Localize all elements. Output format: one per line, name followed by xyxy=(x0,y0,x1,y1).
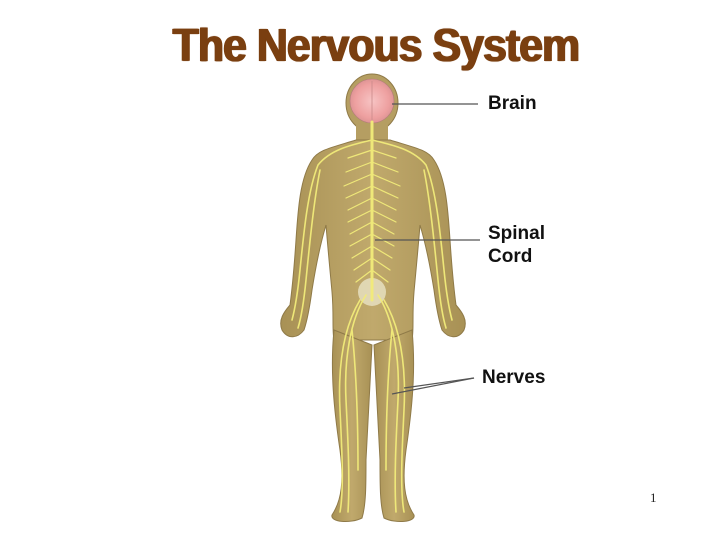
page-number: 1 xyxy=(650,490,657,505)
slide-title: The Nervous System xyxy=(172,19,580,71)
label-spinal-line2: Cord xyxy=(488,246,533,267)
nerve-network xyxy=(291,120,453,513)
leader-lines xyxy=(375,103,480,395)
label-spinal-line1: Spinal xyxy=(488,223,546,244)
label-nerves: Nerves xyxy=(482,367,546,388)
label-brain: Brain xyxy=(488,93,537,114)
